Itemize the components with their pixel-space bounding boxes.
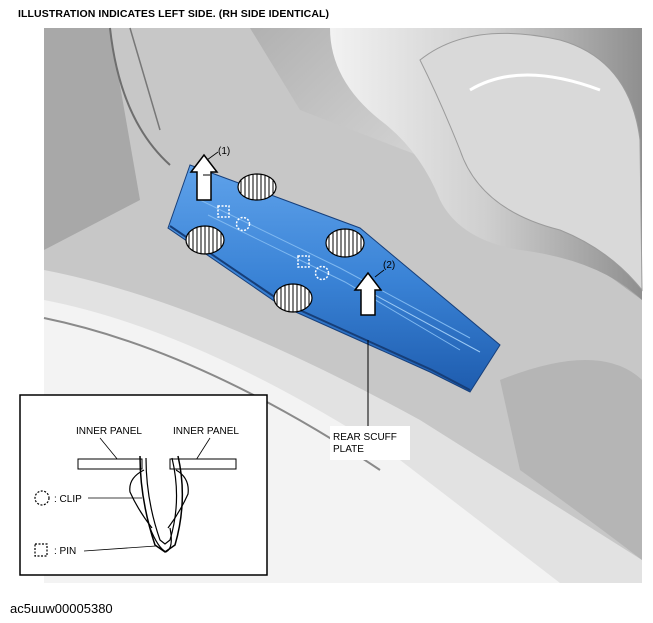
legend-clip-label: : CLIP xyxy=(54,494,82,505)
clip-location-hatch xyxy=(185,225,225,255)
clip-locations xyxy=(185,173,365,313)
clip-legend-icon xyxy=(34,490,50,506)
part-label-line1: REAR SCUFF xyxy=(333,432,397,443)
legend-pin-label: : PIN xyxy=(54,546,76,557)
pin-marker xyxy=(217,205,230,218)
inner-panel-right-label: INNER PANEL xyxy=(173,426,239,437)
up-arrow-icon xyxy=(189,153,219,201)
pin-marker xyxy=(297,255,310,268)
inner-panel-right xyxy=(169,458,237,470)
clip-location-hatch xyxy=(325,228,365,258)
callout-step-2: (2) xyxy=(383,260,395,271)
clip-marker xyxy=(235,216,251,232)
pin-clip-symbols xyxy=(217,205,330,281)
clip-location-hatch xyxy=(273,283,313,313)
up-arrow-icon xyxy=(353,271,383,316)
clip-marker xyxy=(314,265,330,281)
clip-location-hatch xyxy=(237,173,277,201)
seat xyxy=(330,28,643,560)
figure-code: ac5uuw00005380 xyxy=(10,601,113,616)
part-label-line2: PLATE xyxy=(333,444,364,455)
inner-panel-left xyxy=(77,458,143,470)
callout-step-1: (1) xyxy=(218,146,230,157)
removal-arrows xyxy=(189,153,383,316)
inner-panel-left-label: INNER PANEL xyxy=(76,426,142,437)
illustration-note: ILLUSTRATION INDICATES LEFT SIDE. (RH SI… xyxy=(18,8,330,20)
clip-detail-inset: INNER PANEL INNER PANEL : CLIP : PIN xyxy=(19,394,268,576)
pin-legend-icon xyxy=(34,543,48,557)
